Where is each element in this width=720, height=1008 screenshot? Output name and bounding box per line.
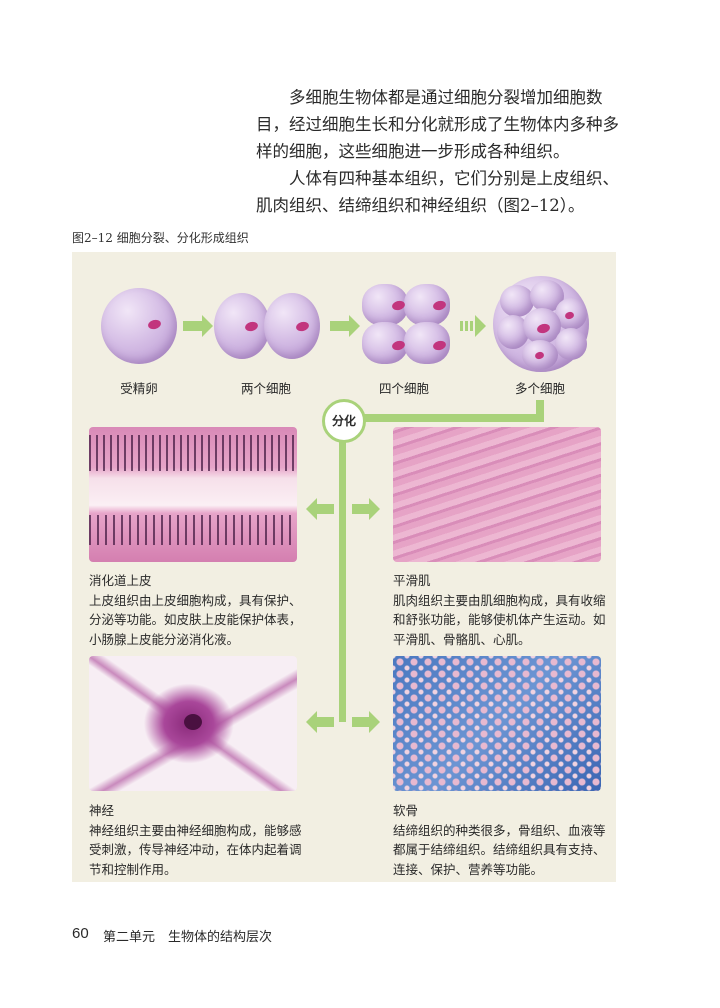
figure-caption: 图2–12 细胞分裂、分化形成组织 <box>72 231 249 245</box>
left-arrow-icon <box>316 717 334 727</box>
tissue-text: 神经组织主要由神经细胞构成，能够感受刺激，传导神经冲动，在体内起着调节和控制作用… <box>89 822 302 877</box>
connector-line <box>360 414 544 422</box>
tissue-description: 消化道上皮 上皮组织由上皮细胞构成，具有保护、分泌等功能。如皮肤上皮能保护体表，… <box>89 571 304 649</box>
tissue-description: 平滑肌 肌肉组织主要由肌细胞构成，具有收缩和舒张功能，能够使机体产生运动。如平滑… <box>393 571 608 649</box>
tissue-description: 神经 神经组织主要由神经细胞构成，能够感受刺激，传导神经冲动，在体内起着调节和控… <box>89 801 304 879</box>
tissue-title: 平滑肌 <box>393 573 431 588</box>
stage-label: 受精卵 <box>120 381 158 396</box>
stage-label: 四个细胞 <box>378 381 429 396</box>
page-number: 60 <box>72 925 89 942</box>
tissue-description: 软骨 结缔组织的种类很多，骨组织、血液等都属于结缔组织。结缔组织具有支持、连接、… <box>393 801 608 879</box>
neuron-micrograph <box>89 656 297 791</box>
paragraph: 人体有四种基本组织，它们分别是上皮组织、肌肉组织、结缔组织和神经组织（图2–12… <box>256 169 619 215</box>
tissue-title: 软骨 <box>393 803 419 818</box>
left-arrow-icon <box>316 504 334 514</box>
arrow-icon <box>330 315 360 337</box>
tissue-title: 消化道上皮 <box>89 573 152 588</box>
tissue-title: 神经 <box>89 803 115 818</box>
connector-line <box>536 400 544 422</box>
section-title: 第二单元 生物体的结构层次 <box>103 930 273 945</box>
tissue-text: 上皮组织由上皮细胞构成，具有保护、分泌等功能。如皮肤上皮能保护体表，小肠腺上皮能… <box>89 592 302 647</box>
smooth-muscle-micrograph <box>393 427 601 562</box>
body-text: 多细胞生物体都是通过细胞分裂增加细胞数目，经过细胞生长和分化就形成了生物体内多种… <box>256 84 628 219</box>
cartilage-micrograph <box>393 656 601 791</box>
connector-line <box>339 440 346 722</box>
stage-label: 多个细胞 <box>514 381 565 396</box>
differentiation-badge: 分化 <box>322 399 366 443</box>
epithelium-micrograph <box>89 427 297 562</box>
right-arrow-icon <box>352 711 380 733</box>
tissue-text: 肌肉组织主要由肌细胞构成，具有收缩和舒张功能，能够使机体产生运动。如平滑肌、骨骼… <box>393 592 606 647</box>
tissue-text: 结缔组织的种类很多，骨组织、血液等都属于结缔组织。结缔组织具有支持、连接、保护、… <box>393 822 606 877</box>
arrow-icon <box>183 315 213 337</box>
dashed-arrow-icon <box>460 315 486 337</box>
stage-label: 两个细胞 <box>240 381 291 396</box>
right-arrow-icon <box>352 498 380 520</box>
paragraph: 多细胞生物体都是通过细胞分裂增加细胞数目，经过细胞生长和分化就形成了生物体内多种… <box>256 88 619 161</box>
